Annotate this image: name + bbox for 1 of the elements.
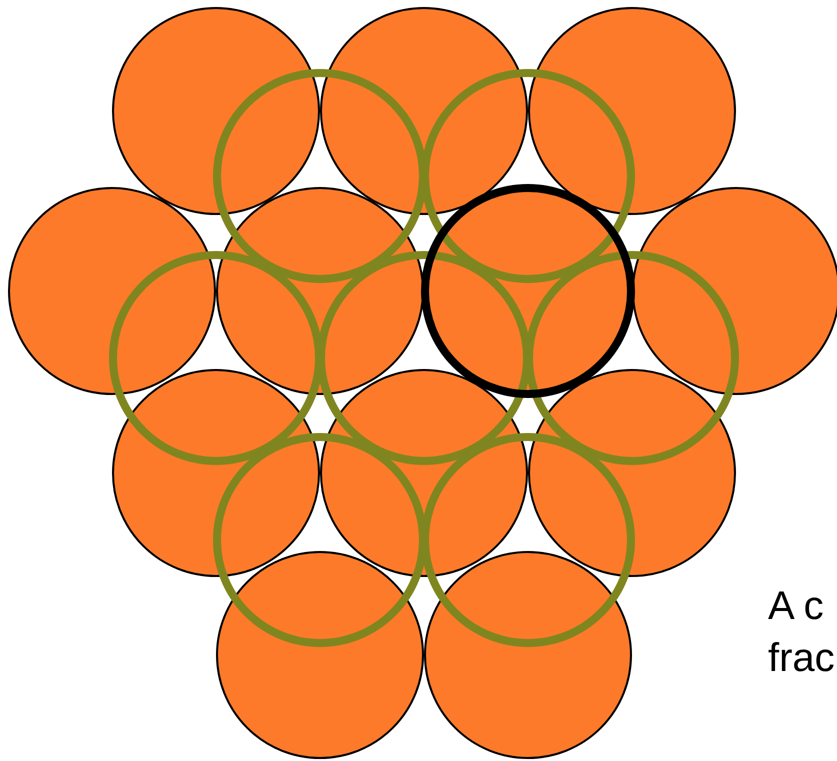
note-text: A c frac bbox=[768, 583, 836, 682]
